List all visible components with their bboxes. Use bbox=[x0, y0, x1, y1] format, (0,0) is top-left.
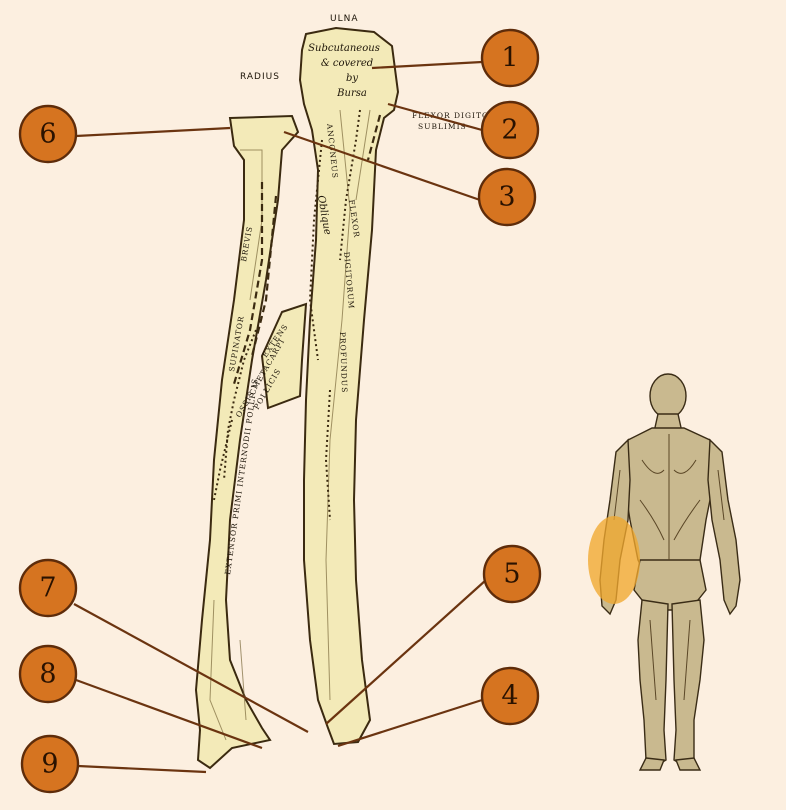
callout-3[interactable]: 3 bbox=[477, 167, 537, 227]
flexor-sublimis-label-1: FLEXOR DIGITORUM bbox=[412, 111, 512, 120]
callout-9[interactable]: 9 bbox=[20, 734, 80, 794]
subcutaneous-label-4: Bursa bbox=[336, 88, 367, 99]
callout-number: 1 bbox=[501, 43, 518, 74]
callout-number: 7 bbox=[39, 573, 56, 604]
callout-number: 4 bbox=[501, 681, 518, 712]
callout-5[interactable]: 5 bbox=[482, 544, 542, 604]
callout-6[interactable]: 6 bbox=[18, 104, 78, 164]
leader-line-1 bbox=[371, 60, 483, 70]
leader-line-8 bbox=[75, 678, 263, 750]
callout-1[interactable]: 1 bbox=[480, 28, 540, 88]
subcutaneous-label-3: by bbox=[346, 73, 358, 84]
leader-line-5 bbox=[325, 579, 487, 725]
callout-7[interactable]: 7 bbox=[18, 558, 78, 618]
profundus-label: PROFUNDUS bbox=[338, 332, 349, 394]
subcutaneous-label-1: Subcutaneous bbox=[308, 43, 380, 54]
leader-line-3 bbox=[283, 130, 481, 202]
leader-line-2 bbox=[387, 102, 483, 132]
radius-label: RADIUS bbox=[240, 72, 280, 82]
interosseous-membrane bbox=[260, 302, 308, 410]
callout-number: 2 bbox=[501, 115, 518, 146]
leader-line-4 bbox=[337, 698, 483, 748]
callout-number: 5 bbox=[503, 559, 520, 590]
leader-line-7 bbox=[73, 603, 309, 733]
forearm-highlight bbox=[588, 516, 640, 604]
subcutaneous-label-2: & covered bbox=[321, 58, 373, 69]
callout-2[interactable]: 2 bbox=[480, 100, 540, 160]
leader-line-6 bbox=[75, 126, 231, 138]
ulna-label: ULNA bbox=[330, 14, 359, 24]
flexor-sublimis-label-2: SUBLIMIS bbox=[418, 122, 467, 131]
callout-number: 6 bbox=[39, 119, 56, 150]
callout-8[interactable]: 8 bbox=[18, 644, 78, 704]
callout-4[interactable]: 4 bbox=[480, 666, 540, 726]
callout-number: 3 bbox=[498, 182, 515, 213]
callout-number: 8 bbox=[39, 659, 56, 690]
callout-number: 9 bbox=[41, 749, 58, 780]
leader-line-9 bbox=[77, 764, 207, 774]
